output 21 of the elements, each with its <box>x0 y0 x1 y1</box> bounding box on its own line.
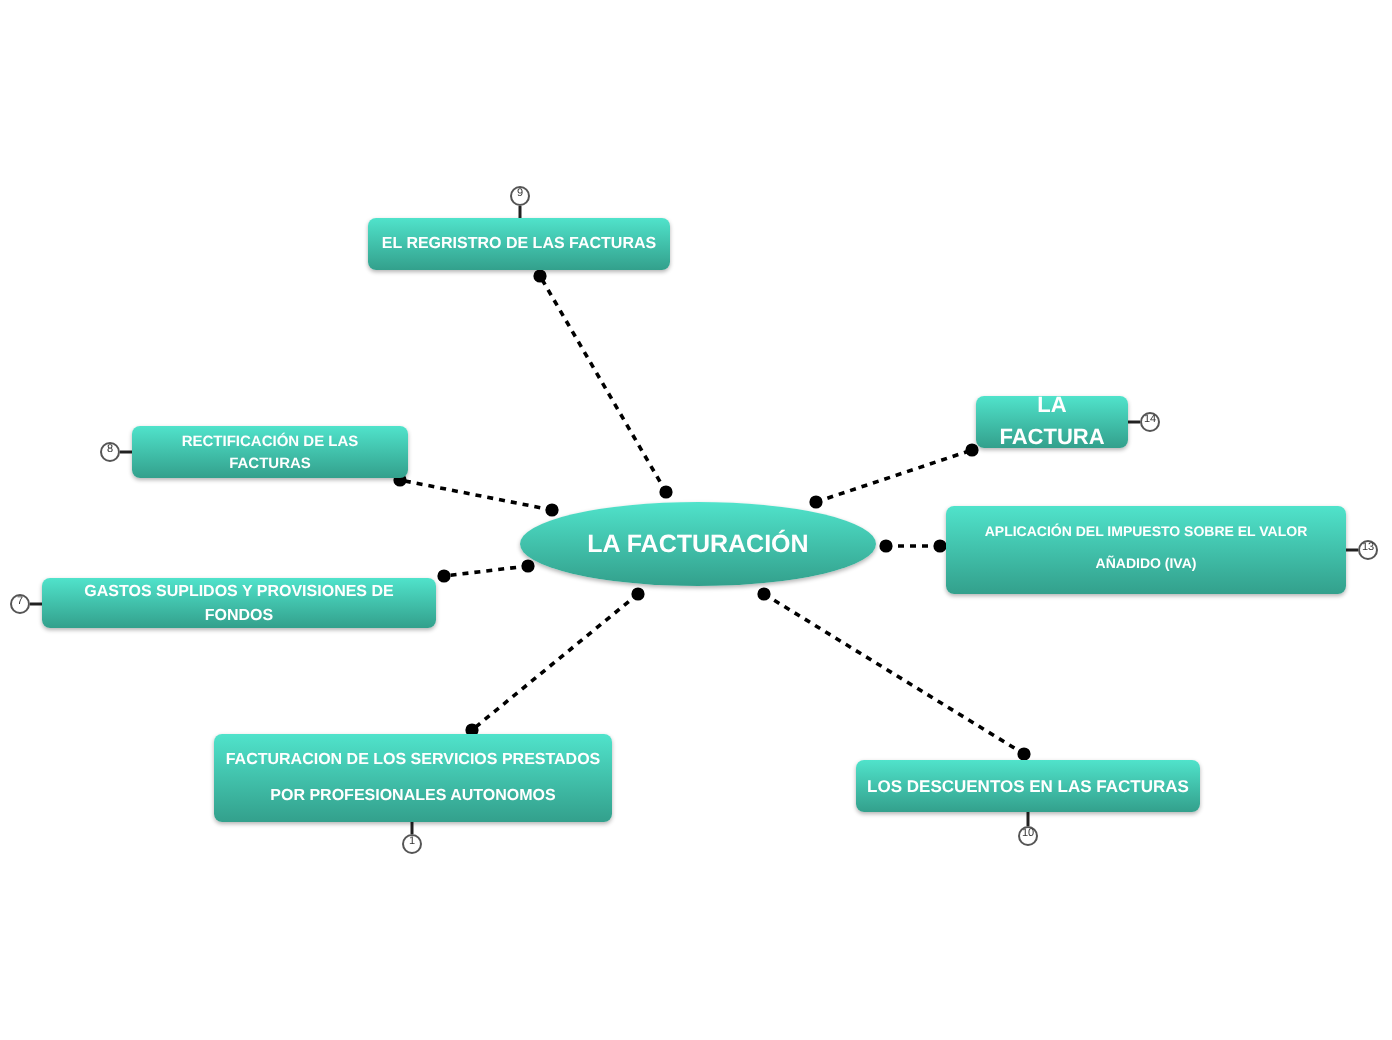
topic-box <box>856 760 1200 812</box>
topic-text: LA FACTURA <box>997 391 1107 454</box>
topic-box <box>368 218 670 270</box>
topic-box <box>946 506 1346 594</box>
dotted-connector <box>437 559 535 583</box>
topic-text: LA FACTURACIÓN <box>587 527 809 562</box>
topic-box <box>42 578 436 628</box>
topic-box <box>132 426 408 478</box>
dotted-connector <box>757 587 1031 761</box>
topic-text: LOS DESCUENTOS EN LAS FACTURAS <box>867 773 1189 799</box>
topic-box <box>976 396 1128 448</box>
topic-text: EL REGRISTRO DE LAS FACTURAS <box>381 232 657 256</box>
dotted-connector <box>879 539 947 553</box>
central-topic-ellipse <box>520 502 876 586</box>
topic-text: FACTURACION DE LOS SERVICIOS PRESTADOS POR PROFESIONALES AUTONOMOS <box>223 748 603 808</box>
dotted-connector <box>465 587 645 737</box>
topic-text: GASTOS SUPLIDOS Y PROVISIONES DE FONDOS <box>82 579 396 627</box>
dotted-connector <box>533 269 673 499</box>
dotted-connector <box>393 473 559 517</box>
topic-box <box>214 734 612 822</box>
dotted-connector <box>809 443 979 509</box>
